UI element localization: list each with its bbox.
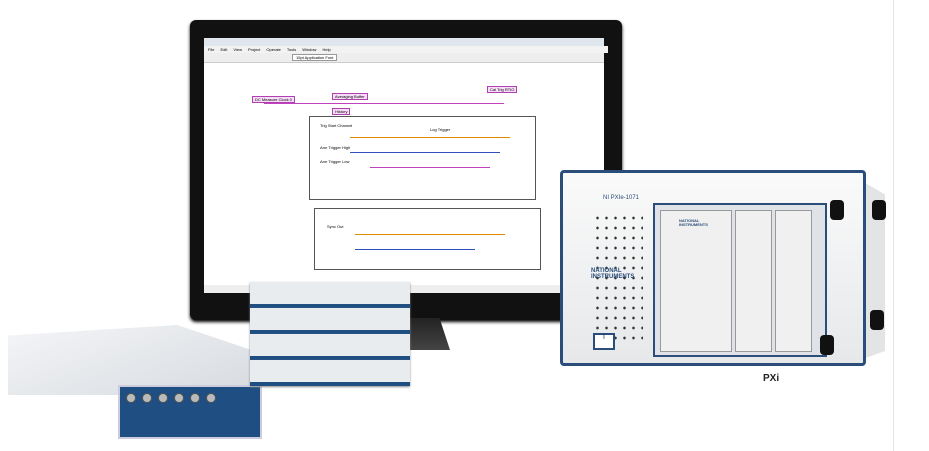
daq-module: [250, 308, 410, 334]
chassis-foot: [820, 335, 834, 355]
window-title-bar: [204, 38, 604, 46]
diagram-label: Trig Start Channel: [320, 123, 353, 128]
diagram-label: Arm Trigger High: [320, 145, 351, 150]
daq-device-stack: [250, 282, 410, 387]
diagram-node: Averaging Buffer: [332, 93, 368, 100]
font-select[interactable]: 15pt Application Font: [292, 54, 338, 61]
wire: [355, 249, 475, 250]
io-module: [735, 210, 772, 352]
menu-edit[interactable]: Edit: [220, 47, 228, 52]
wire: [355, 234, 505, 235]
module-bay: NATIONAL INSTRUMENTS: [653, 203, 827, 357]
daq-module: [250, 360, 410, 386]
wire: [350, 137, 510, 138]
diagram-node: History: [332, 108, 351, 115]
while-loop-frame: Trig Start Channel Arm Trigger High Arm …: [309, 116, 536, 200]
menu-project[interactable]: Project: [247, 47, 261, 52]
device-housing: [8, 325, 250, 395]
menu-tools[interactable]: Tools: [286, 47, 297, 52]
diagram-label: Sync Out: [327, 224, 344, 229]
vent-holes: [593, 213, 643, 343]
menu-window[interactable]: Window: [302, 47, 317, 52]
menu-operate[interactable]: Operate: [266, 47, 281, 52]
diagram-label: Arm Trigger Low: [320, 159, 350, 164]
daq-module: [250, 334, 410, 360]
chassis-foot: [872, 200, 886, 220]
controller-module: NATIONAL INSTRUMENTS: [660, 210, 732, 352]
toolbar: 15pt Application Font: [204, 53, 604, 63]
menu-file[interactable]: File: [208, 47, 215, 52]
page-edge-divider: [893, 0, 894, 451]
chassis-model-label: NI PXIe-1071: [603, 195, 640, 201]
io-module: [775, 210, 812, 352]
daq-module: [250, 282, 410, 308]
menu-view[interactable]: View: [233, 47, 242, 52]
bnc-connectors: [120, 387, 260, 409]
module-ni-logo: NATIONAL INSTRUMENTS: [679, 218, 708, 227]
labview-screen: File Edit View Project Operate Tools Win…: [204, 38, 608, 293]
wire: [350, 152, 500, 153]
chassis-front: NI PXIe-1071 NATIONAL INSTRUMENTS I NATI…: [560, 170, 866, 384]
wire: [370, 167, 490, 168]
chassis-foot: [870, 310, 884, 330]
power-button[interactable]: I: [593, 333, 615, 350]
sequence-frame: Sync Out: [314, 208, 541, 270]
pxi-logo: PXi: [763, 373, 780, 384]
chassis-foot: [830, 200, 844, 220]
diagram-node: DC Measure Clock 0: [252, 96, 295, 103]
daq-device-large: [8, 325, 262, 439]
diagram-label: Log Trigger: [430, 127, 451, 132]
diagram-node: Cal Trig RTIO: [487, 86, 518, 93]
ni-logo: NATIONAL INSTRUMENTS: [591, 268, 635, 280]
menu-bar: File Edit View Project Operate Tools Win…: [204, 46, 608, 53]
wire: [264, 103, 504, 104]
pxi-chassis: NI PXIe-1071 NATIONAL INSTRUMENTS I NATI…: [560, 170, 886, 390]
device-front-panel: [118, 385, 262, 439]
menu-help[interactable]: Help: [322, 47, 331, 52]
monitor: File Edit View Project Operate Tools Win…: [190, 20, 622, 320]
